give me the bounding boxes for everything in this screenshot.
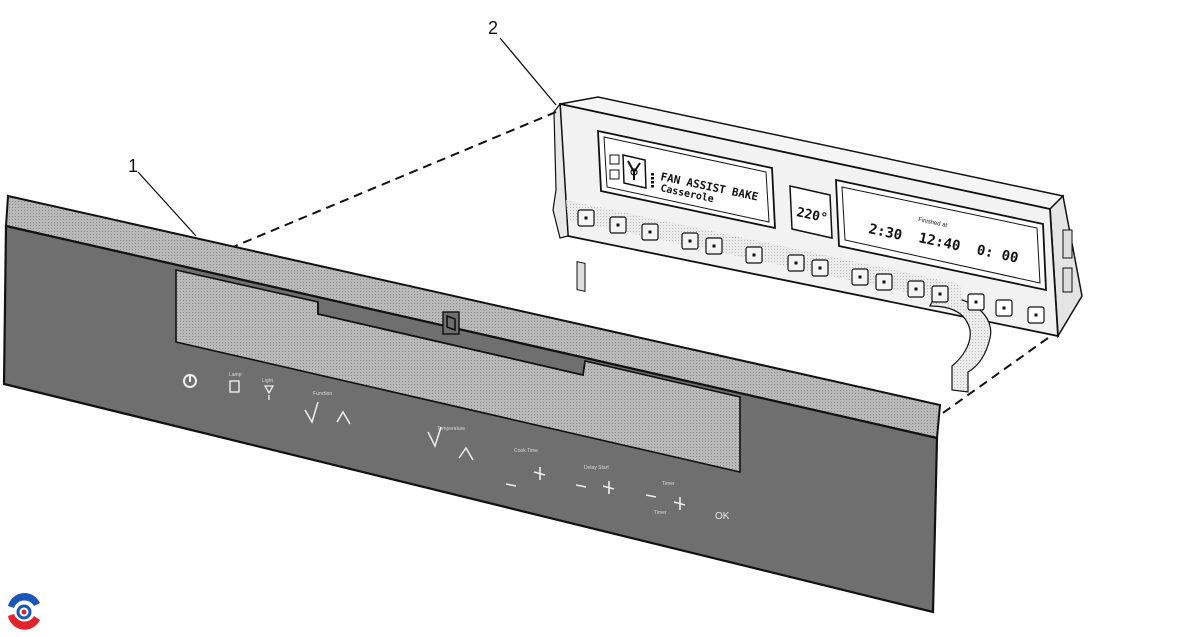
module-key-dot bbox=[616, 223, 620, 227]
callout-2-number: 2 bbox=[488, 18, 498, 38]
module-key-dot bbox=[858, 275, 862, 279]
cook-time-label: Cook Time bbox=[514, 448, 538, 454]
module-key-dot bbox=[648, 230, 652, 234]
light-label: Light bbox=[262, 378, 273, 384]
panel-glass bbox=[2, 224, 939, 614]
cook-time-control[interactable]: Cook Time bbox=[505, 448, 546, 487]
logo-swoosh-blue bbox=[8, 593, 40, 608]
function-selector[interactable]: Function bbox=[304, 391, 351, 425]
front-glass-panel: Lamp Light Function Temperature Cook Tim… bbox=[2, 194, 942, 614]
temperature-display-window bbox=[789, 185, 833, 239]
company-logo bbox=[4, 592, 44, 632]
callout-2: 2 bbox=[488, 18, 557, 106]
module-key-dot bbox=[974, 300, 978, 304]
ok-button[interactable]: OK bbox=[715, 511, 730, 522]
module-key-dot bbox=[1002, 306, 1006, 310]
module-key-dot bbox=[688, 239, 692, 243]
temperature-down-icon[interactable] bbox=[427, 426, 442, 448]
fan-mode-icon bbox=[622, 154, 647, 189]
module-key-dot bbox=[794, 261, 798, 265]
brand-logo-icon bbox=[442, 311, 460, 335]
logo-swoosh-red bbox=[8, 614, 40, 630]
callout-1: 1 bbox=[128, 156, 197, 237]
delay-start-label: Delay Start bbox=[584, 465, 609, 471]
temperature-readout: 220° bbox=[795, 205, 829, 226]
callout-1-number: 1 bbox=[128, 156, 138, 176]
timer-plus-icon[interactable] bbox=[673, 497, 686, 510]
cook-time-readout: 2:30 bbox=[867, 221, 903, 244]
power-button[interactable] bbox=[183, 374, 197, 388]
timer-control[interactable]: Timer Timer bbox=[645, 481, 686, 516]
module-key-dot bbox=[882, 280, 886, 284]
module-key-dot bbox=[1034, 313, 1038, 317]
control-module: FAN ASSIST BAKE Casserole 220° 2:30 Fini… bbox=[552, 96, 1083, 393]
lamp-label: Lamp bbox=[229, 372, 242, 378]
cook-time-minus-icon[interactable] bbox=[505, 483, 517, 487]
left-display-window bbox=[597, 129, 776, 230]
cook-time-plus-icon[interactable] bbox=[533, 467, 546, 480]
module-key-row bbox=[566, 200, 1045, 324]
right-display-window bbox=[835, 178, 1047, 292]
delay-start-minus-icon[interactable] bbox=[575, 484, 587, 488]
light-button[interactable]: Light bbox=[262, 378, 275, 400]
module-key-dot bbox=[914, 287, 918, 291]
lamp-button[interactable]: Lamp bbox=[229, 372, 242, 393]
module-key-dot bbox=[938, 292, 942, 296]
alignment-lines bbox=[232, 111, 1049, 416]
timer-minus-icon[interactable] bbox=[645, 494, 657, 498]
module-key-dot bbox=[752, 253, 756, 257]
temperature-up-icon[interactable] bbox=[458, 446, 474, 461]
temperature-label: Temperature bbox=[437, 426, 465, 432]
function-up-icon[interactable] bbox=[336, 410, 351, 425]
timer-label: Timer bbox=[662, 481, 675, 487]
module-key-dot bbox=[584, 216, 588, 220]
function-down-icon[interactable] bbox=[304, 401, 319, 424]
temperature-selector[interactable]: Temperature bbox=[427, 426, 474, 461]
ribbon-cable bbox=[929, 295, 992, 393]
function-label: Function bbox=[313, 391, 332, 397]
module-key-dot bbox=[712, 244, 716, 248]
module-key-dot bbox=[818, 266, 822, 270]
timer-sub-label: Timer bbox=[654, 510, 667, 516]
delay-start-plus-icon[interactable] bbox=[602, 481, 615, 494]
delay-start-control[interactable]: Delay Start bbox=[575, 465, 615, 494]
